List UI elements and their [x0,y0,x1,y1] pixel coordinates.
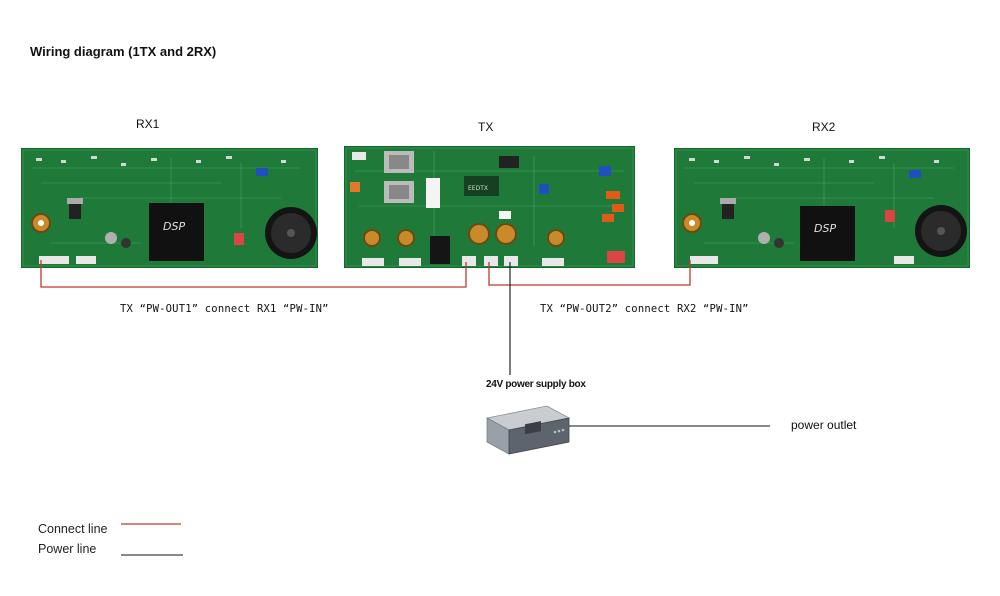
diagram-title: Wiring diagram (1TX and 2RX) [30,44,217,59]
tx-chip-label: EEDTX [468,185,488,192]
rx1-board: DSP [21,148,318,268]
legend-connect-label: Connect line [38,522,108,536]
rx2-board: DSP [674,148,970,268]
tx-label: TX [478,120,494,134]
connect-line-rx1 [40,260,467,288]
tx-board: EEDTX [344,146,635,268]
connection-text-out2: TX “PW-OUT2” connect RX2 “PW-IN” [540,303,749,315]
rx1-chip-label: DSP [163,220,185,233]
rx1-label: RX1 [136,117,160,131]
rx2-chip-label: DSP [814,222,836,235]
psu-label: 24V power supply box [486,379,586,390]
legend-power-label: Power line [38,542,97,556]
connect-line-rx2 [488,260,691,286]
rx2-label: RX2 [812,120,836,134]
connection-text-out1: TX “PW-OUT1” connect RX1 “PW-IN” [120,303,329,315]
psu-box [485,405,571,455]
outlet-label: power outlet [791,418,857,432]
